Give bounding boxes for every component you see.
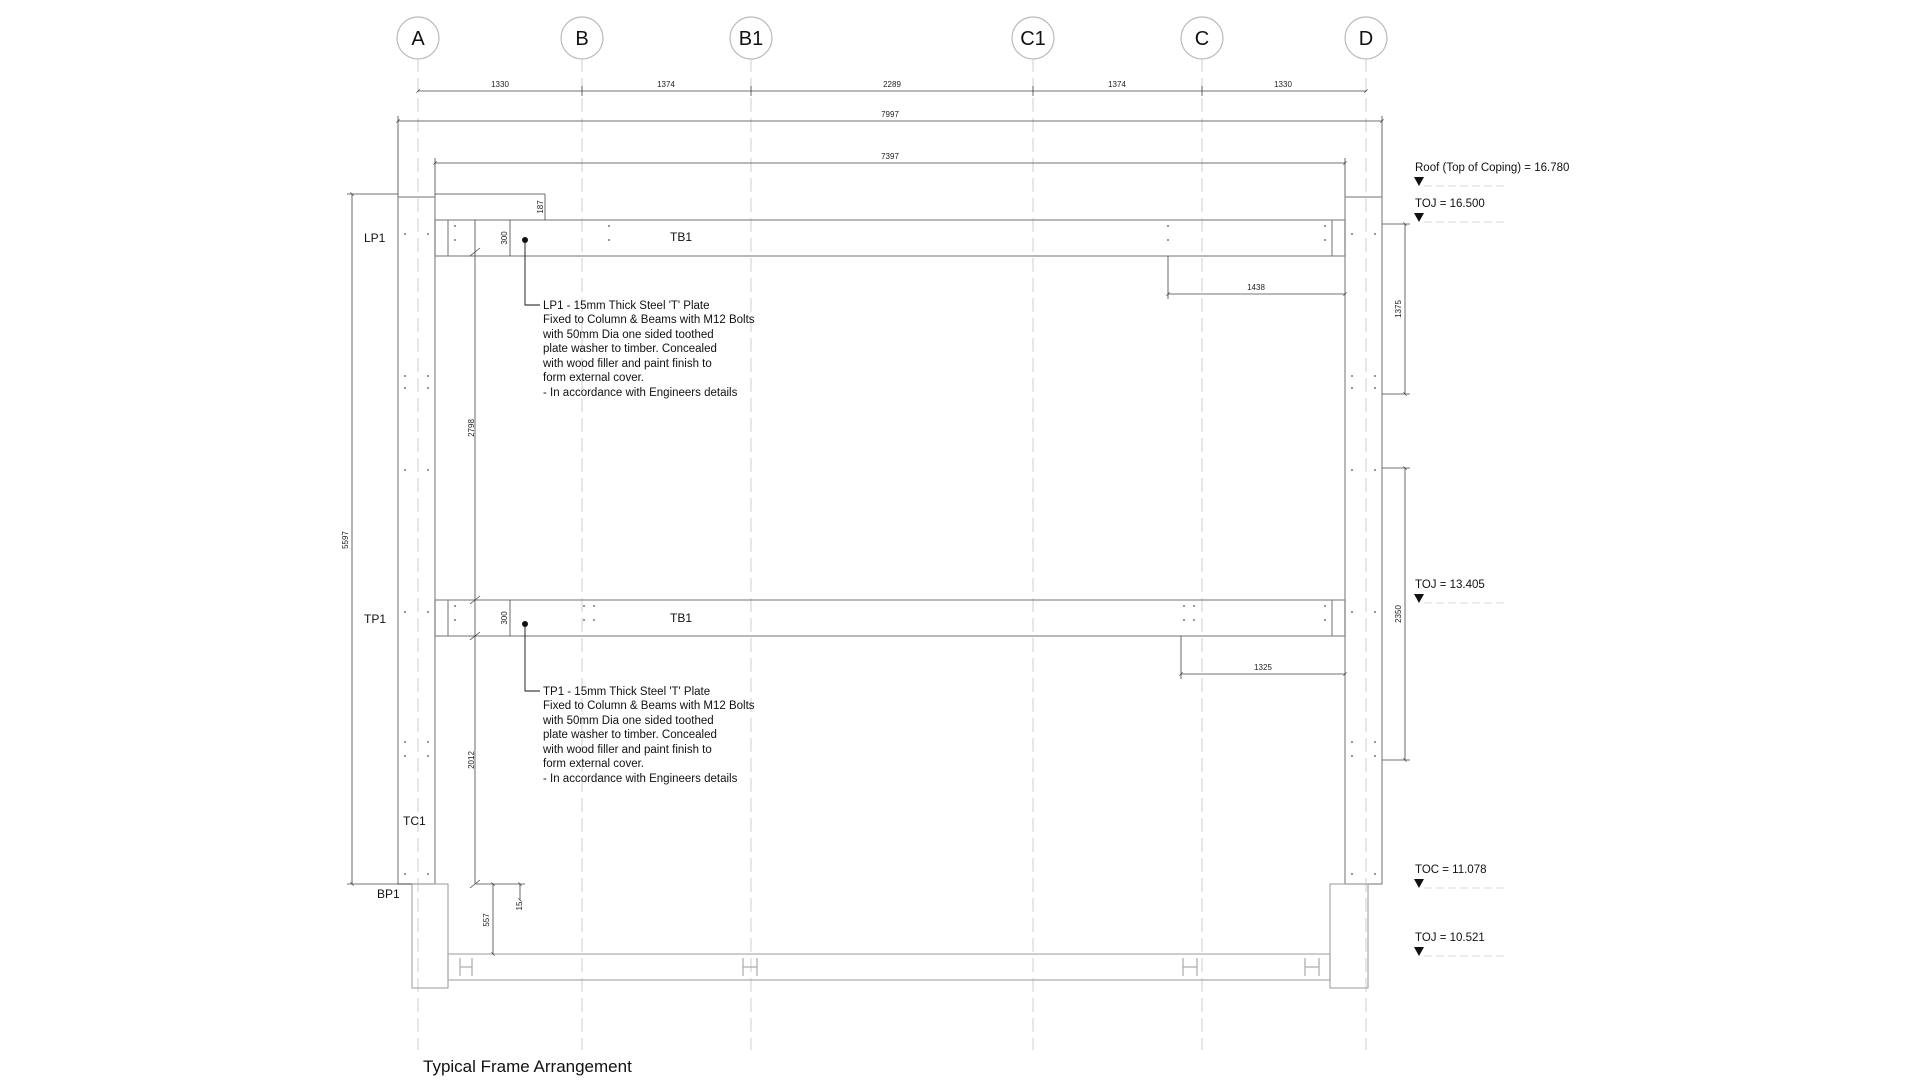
- tp1-note-line: with 50mm Dia one sided toothed: [542, 715, 714, 727]
- lp1-leader-dot: [522, 237, 528, 243]
- tp1-note-line: Fixed to Column & Beams with M12 Bolts: [543, 700, 755, 712]
- dim-inner: 7397: [881, 152, 899, 161]
- dim-bay-4: 1374: [1108, 80, 1126, 89]
- upper-beam: [434, 219, 1346, 257]
- left-column: [397, 196, 436, 885]
- lp1-note-line: Fixed to Column & Beams with M12 Bolts: [543, 314, 755, 326]
- tag-tp1: TP1: [364, 612, 386, 626]
- beam-span-dimensions: [1166, 256, 1347, 679]
- lp1-note-line: with wood filler and paint finish to: [542, 358, 712, 370]
- dim-bay-5: 1330: [1274, 80, 1292, 89]
- grid-label-c: C: [1195, 28, 1209, 50]
- tag-tb1-upper: TB1: [670, 230, 692, 244]
- tp1-note-line: with wood filler and paint finish to: [542, 744, 712, 756]
- dim-height-total: 5597: [341, 531, 350, 549]
- grid-label-b1: B1: [739, 28, 763, 50]
- right-column: [1344, 196, 1383, 885]
- tag-lp1: LP1: [364, 231, 386, 245]
- grid-bubble-c1: [1011, 16, 1055, 60]
- tp1-note-line: TP1 - 15mm Thick Steel 'T' Plate: [543, 686, 710, 698]
- level-toj-mid-arrow-icon: [1414, 594, 1424, 603]
- lp1-note-line: - In accordance with Engineers details: [543, 387, 738, 399]
- dim-right-lower: 2350: [1394, 605, 1403, 623]
- dim-bay-1: 1330: [491, 80, 509, 89]
- level-roof: Roof (Top of Coping) = 16.780: [1415, 162, 1569, 174]
- tag-tc1: TC1: [403, 814, 426, 828]
- level-toj-upper: TOJ = 16.500: [1415, 198, 1485, 210]
- dim-tb1-upper-span: 1438: [1247, 283, 1265, 292]
- grid-label-b: B: [575, 28, 588, 50]
- level-toc: TOC = 11.078: [1415, 864, 1487, 876]
- dim-bay-3: 2289: [883, 80, 901, 89]
- grid-label-d: D: [1359, 28, 1373, 50]
- level-toj-lower: TOJ = 10.521: [1415, 932, 1485, 944]
- grid-label-c1: C1: [1020, 28, 1046, 50]
- drawing-caption: Typical Frame Arrangement: [423, 1057, 632, 1076]
- dim-bay-2: 1374: [657, 80, 675, 89]
- tag-tb1-lower: TB1: [670, 611, 692, 625]
- level-toj-upper-arrow-icon: [1414, 213, 1424, 222]
- grid-bubbles: A B B1 C1 C D: [396, 16, 1388, 60]
- dim-lower-column: 2012: [467, 751, 476, 769]
- tp1-leader-dot: [522, 621, 528, 627]
- right-dimensions: [1382, 222, 1410, 762]
- foundation: [411, 883, 1369, 989]
- dim-lp1-depth: 300: [500, 231, 509, 245]
- level-toj-mid: TOJ = 13.405: [1415, 579, 1485, 591]
- dim-tb1-lower-span: 1325: [1254, 663, 1272, 672]
- grid-bubble-b1: [729, 16, 773, 60]
- tp1-note-line: plate washer to timber. Concealed: [543, 729, 717, 741]
- lp1-note: LP1 - 15mm Thick Steel 'T' Plate Fixed t…: [542, 300, 755, 399]
- note-leaders: [524, 240, 540, 692]
- grid-bubble-d: [1344, 16, 1388, 60]
- level-roof-arrow-icon: [1414, 177, 1424, 186]
- level-markers: Roof (Top of Coping) = 16.780 TOJ = 16.5…: [1414, 162, 1569, 957]
- tp1-note: TP1 - 15mm Thick Steel 'T' Plate Fixed t…: [542, 686, 755, 785]
- dim-lp1-offset: 187: [536, 200, 545, 214]
- lp1-note-line: LP1 - 15mm Thick Steel 'T' Plate: [543, 300, 710, 312]
- dim-upper-column: 2798: [467, 419, 476, 437]
- lp1-note-line: with 50mm Dia one sided toothed: [542, 329, 714, 341]
- dim-right-upper: 1375: [1394, 300, 1403, 318]
- tag-bp1: BP1: [377, 887, 400, 901]
- lp1-note-line: form external cover.: [543, 372, 644, 384]
- grid-label-a: A: [411, 28, 425, 50]
- grid-bubble-c: [1180, 16, 1224, 60]
- dim-base-depth: 557: [482, 913, 491, 927]
- top-dimensions: [396, 86, 1384, 210]
- grid-bubble-a: [396, 16, 440, 60]
- dim-overall: 7997: [881, 110, 899, 119]
- tp1-note-line: - In accordance with Engineers details: [543, 773, 738, 785]
- dim-tp1-depth: 300: [500, 611, 509, 625]
- grid-lines: [417, 58, 1367, 1050]
- grid-bubble-b: [560, 16, 604, 60]
- lp1-note-line: plate washer to timber. Concealed: [543, 343, 717, 355]
- dim-base-gap: 15: [515, 901, 524, 910]
- left-dimensions: [347, 192, 546, 956]
- level-toc-arrow-icon: [1414, 879, 1424, 888]
- lower-beam: [434, 599, 1346, 637]
- bolt-marks: [404, 225, 1376, 875]
- level-toj-lower-arrow-icon: [1414, 947, 1424, 956]
- tp1-note-line: form external cover.: [543, 758, 644, 770]
